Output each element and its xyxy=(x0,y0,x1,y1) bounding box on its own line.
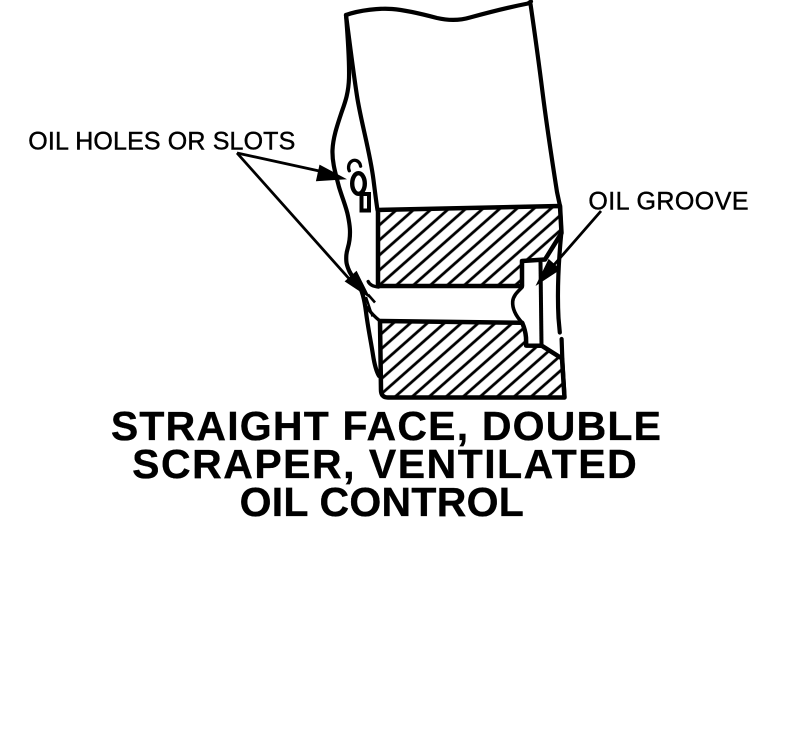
svg-text:OIL GROOVE: OIL GROOVE xyxy=(588,187,749,215)
svg-text:OIL CONTROL: OIL CONTROL xyxy=(240,479,524,525)
svg-text:STRAIGHT FACE, DOUBLE: STRAIGHT FACE, DOUBLE xyxy=(111,403,662,449)
svg-text:SCRAPER, VENTILATED: SCRAPER, VENTILATED xyxy=(132,441,638,487)
svg-text:OIL HOLES OR SLOTS: OIL HOLES OR SLOTS xyxy=(28,127,295,155)
